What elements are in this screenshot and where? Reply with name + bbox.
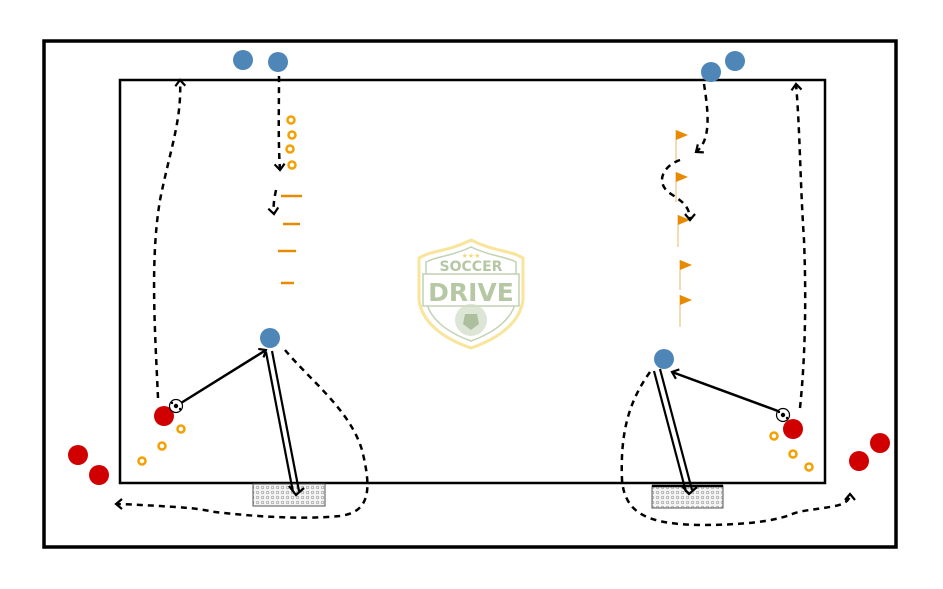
marker-lines (278, 194, 302, 285)
flag-icon (679, 260, 692, 290)
attacker-players (68, 406, 890, 485)
pass-arrow-right (670, 368, 779, 413)
goal-icon-left (252, 483, 326, 507)
logo-text-drive: DRIVE (428, 278, 514, 307)
outer-boundary (42, 39, 898, 549)
defender-players (233, 50, 745, 369)
run-paths (114, 75, 856, 527)
flag-icons (675, 130, 692, 327)
playing-field (118, 78, 827, 485)
goal-icon-right (651, 485, 724, 509)
flag-icon (675, 172, 688, 202)
soccer-ball-icon (775, 407, 791, 423)
flag-icon (675, 130, 688, 160)
cone-icons (137, 115, 814, 472)
svg-text:★★★: ★★★ (462, 252, 481, 260)
logo-text-soccer: SOCCER (440, 259, 503, 275)
pass-arrow-left (180, 347, 268, 405)
flag-icon (677, 215, 690, 247)
soccer-ball-icon (168, 398, 184, 414)
shot-arrow-left (264, 350, 305, 497)
shot-arrow-right (652, 368, 698, 496)
soccer-drive-logo: ★★★ SOCCER DRIVE (417, 238, 525, 350)
flag-icon (679, 295, 692, 327)
